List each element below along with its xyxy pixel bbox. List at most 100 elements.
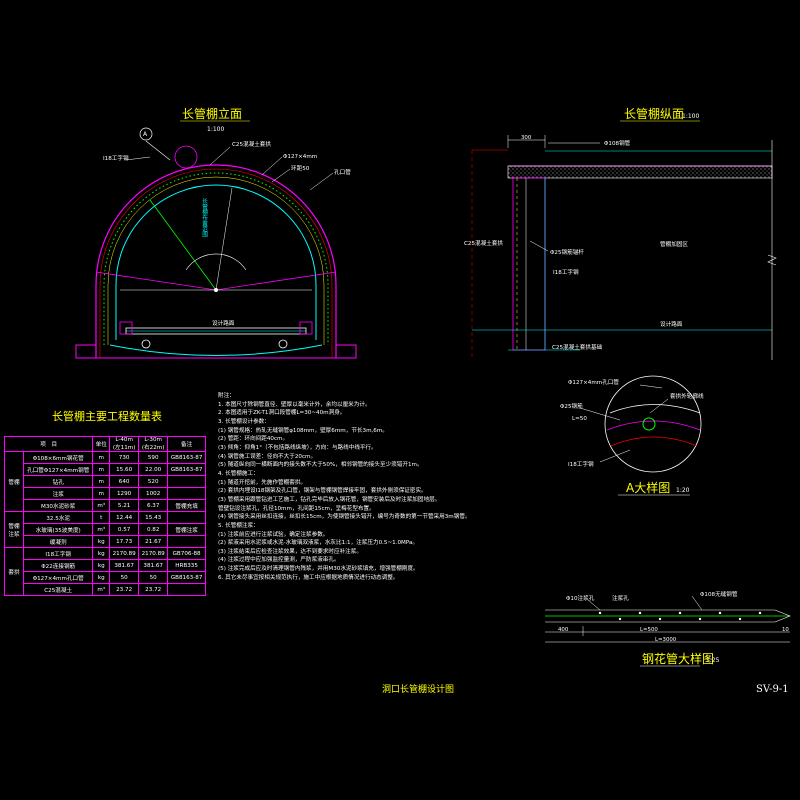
notes-heading: 附注： [218, 393, 235, 399]
pipe-detail-title: 钢花管大样图 [642, 651, 714, 666]
longitudinal-design-label: 设计路面 [660, 320, 683, 328]
qty-cell-unit: m³ [92, 499, 111, 512]
detail-a-pipe-label: Φ127×4mm孔口管 [568, 378, 619, 386]
elevation-scale: 1:100 [207, 126, 224, 133]
leader-cover [209, 146, 231, 166]
callout-label: A [143, 131, 148, 138]
right-foundation [335, 344, 357, 359]
steel-arch-line [99, 168, 333, 358]
elevation-view [75, 127, 357, 359]
detail-a-leader-rebar [579, 407, 621, 421]
note-line: 5. 长管棚注浆： [218, 522, 259, 529]
longitudinal-tunnel-label: 管棚加固区 [660, 240, 688, 248]
qty-cell-b: 15.43 [138, 511, 169, 524]
break-symbol [767, 254, 777, 266]
note-line: 1. 本图尺寸除钢管直径、壁厚以毫米计外，余均以厘米为计。 [218, 401, 371, 408]
pipe-detail-hole-label: Φ10注浆孔 [566, 594, 595, 602]
qty-cell-b: 50 [138, 571, 169, 584]
quantity-table-title: 长管棚主要工程数量表 [52, 410, 162, 423]
detail-a-rebar-label: Φ25钢筋 [560, 402, 583, 410]
qty-cell-b: 520 [138, 475, 169, 488]
detail-a-arch-label: I18工字钢 [568, 460, 594, 468]
pipe-detail-pipe-label: Φ108无缝钢管 [700, 590, 738, 598]
radial-upper [215, 187, 233, 291]
qty-cell-note [167, 487, 206, 500]
qty-cell-note [167, 535, 206, 548]
longitudinal-arch-label: I18工字钢 [553, 268, 579, 276]
note-line: (4) 钢管接头采用丝扣连接，丝扣长15cm，为使钢管接头错开，编号为奇数的第一… [218, 514, 471, 521]
pipe-roof-band [507, 165, 773, 179]
pipe-tip [774, 609, 791, 623]
detail-a-spacing-label: L=50 [572, 416, 587, 422]
leader-ring [271, 168, 291, 183]
callout-leader [145, 140, 171, 161]
qty-cell-a: 5.21 [109, 499, 140, 512]
qty-cell-item: M30水泥砂浆 [22, 499, 94, 512]
qty-cell-note: 管棚充填 [167, 499, 206, 512]
qty-cell-unit: kg [92, 559, 111, 572]
callout-circle [139, 127, 153, 141]
left-foundation [75, 344, 97, 359]
qty-cell-a: 15.60 [109, 463, 140, 476]
angle-arc [185, 253, 247, 271]
qty-cell-unit: m³ [92, 523, 111, 536]
note-line: 管壁钻设注浆孔，孔径10mm，孔间距15cm，呈梅花型布置。 [218, 505, 375, 512]
qty-cell-a: 0.57 [109, 523, 140, 536]
radial-left [95, 271, 217, 291]
note-line: (3) 注浆结束后应检查注浆效果，达不到要求时应补注浆。 [218, 548, 362, 555]
longitudinal-bottom-label: C25混凝土套拱基础 [552, 343, 603, 351]
detail-a-cover-edge [609, 404, 701, 414]
pipe-detail-grout-label: 注浆孔 [612, 594, 629, 602]
qty-cell-unit: kg [92, 547, 111, 560]
qty-cell-a: 1290 [109, 487, 140, 500]
qty-cell-a: 381.67 [109, 559, 140, 572]
elevation-title: 长管棚立面 [182, 106, 242, 121]
qty-cell-item: C25混凝土 [22, 583, 94, 596]
qty-cell-a: 640 [109, 475, 140, 488]
qty-cell-b: 22.00 [138, 463, 169, 476]
sheet-code: SV-9-1 [756, 684, 789, 695]
qty-cell-a: 2170.89 [109, 547, 140, 560]
qty-header-b: L-30m (右22m) [138, 436, 169, 452]
qty-group: 管棚注浆 [4, 511, 24, 548]
leader-cover-long [529, 240, 549, 252]
qty-cell-b: 381.67 [138, 559, 169, 572]
qty-cell-a: 50 [109, 571, 140, 584]
qty-header-note: 备注 [167, 436, 206, 452]
leader-portal [309, 172, 334, 191]
qty-cell-item: 孔口管Φ127×4mm钢管 [22, 463, 94, 476]
elevation-portal-label: 孔口管 [334, 168, 351, 176]
note-line: (1) 钢管规格：热轧无缝钢管φ108mm，壁厚6mm，节长3m,6m。 [218, 427, 388, 434]
note-line: (2) 套拱内埋设I18钢架及孔口管，钢架与管棚钢管焊接牢固，套拱外侧须保证密实… [218, 488, 427, 495]
qty-cell-note [167, 511, 206, 524]
qty-cell-b: 2170.89 [138, 547, 169, 560]
longitudinal-top-dim: 300 [521, 135, 532, 141]
detail-a-view [579, 375, 702, 496]
qty-cell-item: I18工字钢 [22, 547, 94, 560]
detail-a-boundary [604, 375, 702, 473]
longitudinal-grout-label: Φ25钢筋锚杆 [550, 248, 584, 256]
right-drain-pipe [278, 339, 288, 349]
qty-cell-unit: kg [92, 535, 111, 548]
note-line: (3) 倾角：仰角1°（不包括路线纵坡），方向：与路线中线平行。 [218, 444, 377, 451]
qty-cell-b: 1002 [138, 487, 169, 500]
pipe-detail-dim-a: 400 [558, 627, 569, 633]
detail-a-leader-pipe [639, 384, 663, 389]
qty-cell-item: 注浆 [22, 487, 94, 500]
longitudinal-cover-label: C25混凝土套拱 [464, 239, 503, 247]
detail-a-leader-cover [649, 398, 669, 414]
cover-arch-section [512, 177, 546, 351]
note-line: (5) 注浆完成后应及时清理钢管内残浆，并用M30水泥砂浆填充，增强管棚刚度。 [218, 566, 419, 573]
qty-cell-item: 缓凝剂 [22, 535, 94, 548]
qty-cell-item: 水玻璃(35波美度) [22, 523, 94, 536]
